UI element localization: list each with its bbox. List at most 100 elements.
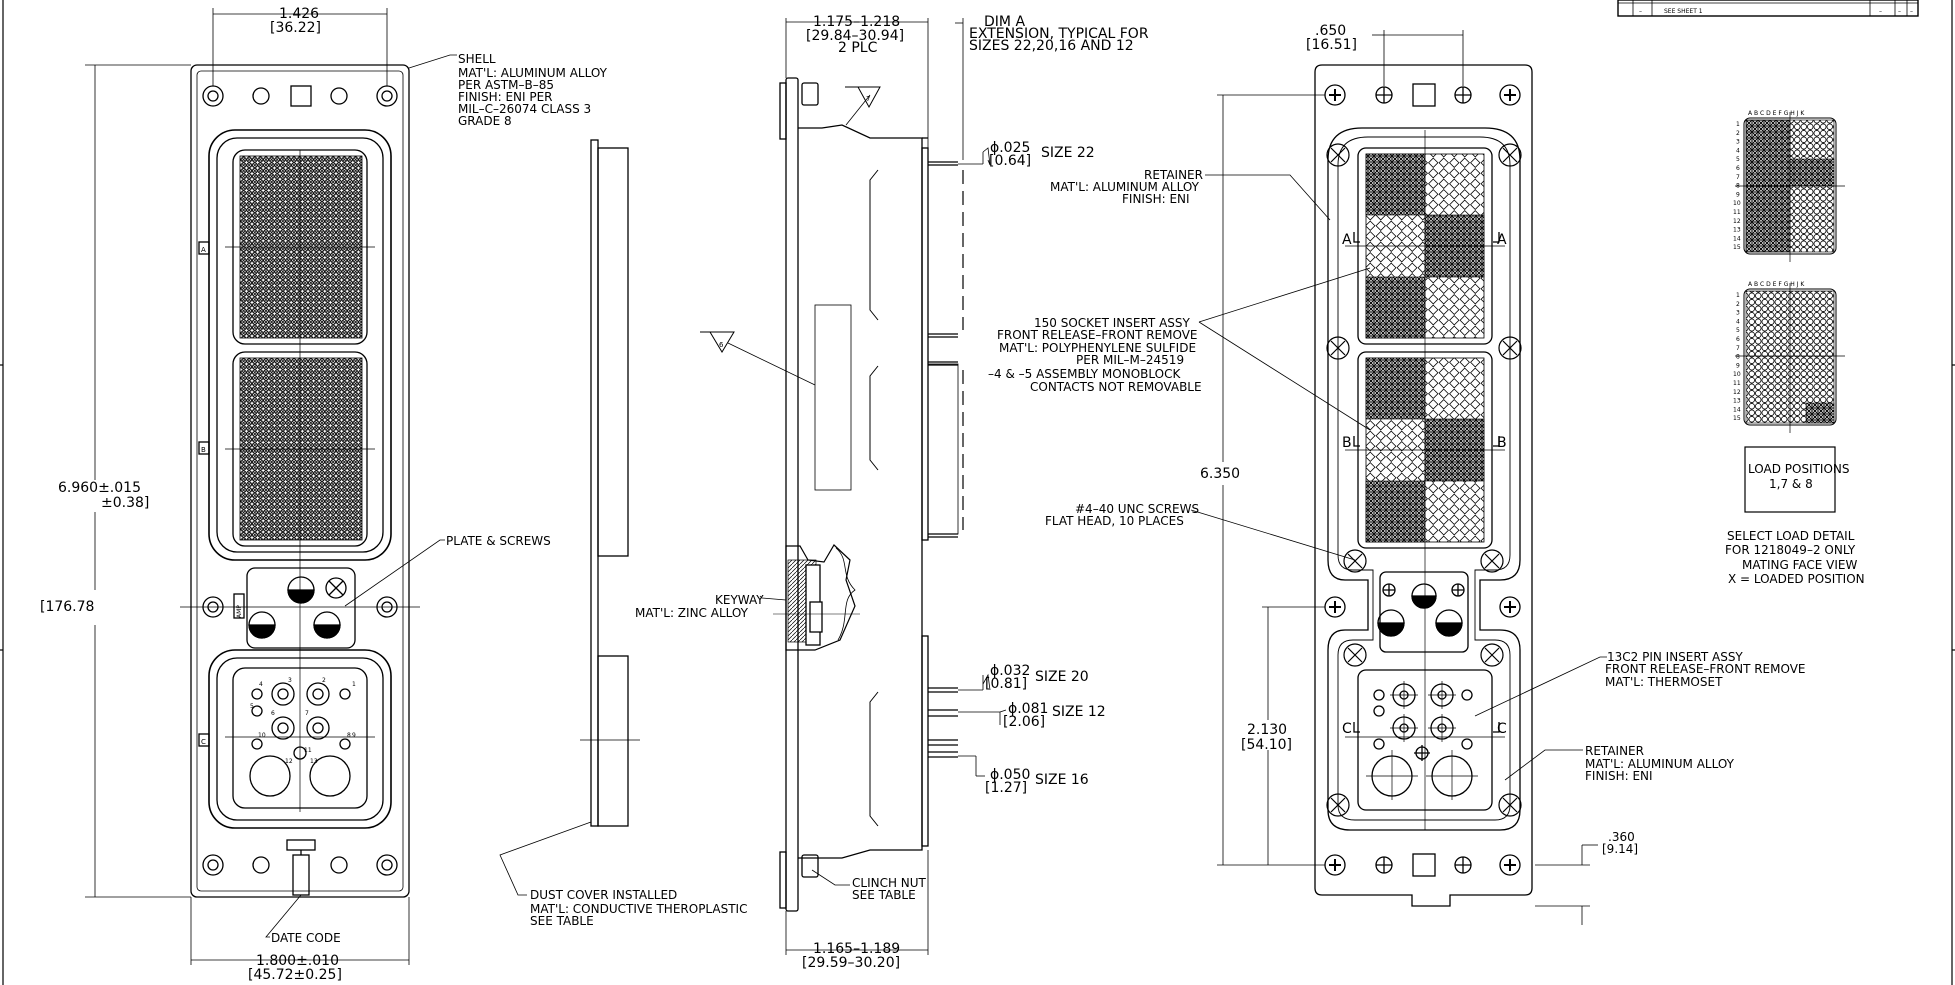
shell-note-6: GRADE 8 [458, 114, 512, 128]
detail-row-label: 9 [1736, 362, 1740, 369]
shell-note-3: PER ASTM–B–85 [458, 78, 554, 92]
detail-row-label: 5 [1736, 156, 1740, 163]
detail-row-label: 10 [1733, 200, 1741, 207]
detail-row-label: 1 [1736, 292, 1740, 299]
detail-row-label: 12 [1733, 389, 1741, 396]
detail-row-label: 4 [1736, 147, 1740, 154]
detail-row-label: 7 [1736, 174, 1740, 181]
dim-2130-mm: [54.10] [1241, 737, 1292, 753]
detail-row-label: 2 [1736, 130, 1740, 137]
contact-number-10: 10 [258, 732, 266, 739]
section-b-left: B [1342, 435, 1352, 451]
clinch-nut-note-1: CLINCH NUT [852, 876, 927, 890]
size20-label: SIZE 20 [1035, 669, 1089, 685]
keyway-note-1: KEYWAY [715, 593, 764, 607]
contact-number-5: 5 [250, 703, 254, 710]
contact-number-1: 1 [352, 681, 356, 688]
dim-a-note-1: DIM A [984, 14, 1025, 30]
detail-note-4: X = LOADED POSITION [1728, 572, 1865, 586]
contact-number-2: 2 [322, 677, 326, 684]
front-height-mm: [176.78 [40, 599, 94, 615]
shell-note-2: MAT'L: ALUMINUM ALLOY [458, 66, 608, 80]
screws-note-2: FLAT HEAD, 10 PLACES [1045, 514, 1184, 528]
retainer-top-note-3: FINISH: ENI [1122, 192, 1190, 206]
screws-note-1: #4–40 UNC SCREWS [1075, 502, 1199, 516]
keyway-note-2: MAT'L: ZINC ALLOY [635, 606, 749, 620]
face-top-dim-mm: [16.51] [1306, 37, 1357, 53]
detail-row-label: 3 [1736, 139, 1740, 146]
plate-screws-label: PLATE & SCREWS [446, 534, 551, 548]
detail-row-label: 6 [1736, 165, 1740, 172]
load-positions-values: 1,7 & 8 [1769, 477, 1813, 491]
flag-7-label: 7 [866, 95, 870, 103]
contact-number-11: 11 [304, 747, 312, 754]
detail-row-label: 12 [1733, 218, 1741, 225]
retainer-top-note-2: MAT'L: ALUMINUM ALLOY [1050, 180, 1200, 194]
detail-row-label: 8 [1736, 354, 1740, 361]
contact-number-7: 7 [305, 710, 309, 717]
detail-note-1: SELECT LOAD DETAIL [1727, 529, 1855, 543]
front-width-dim: 1.426 [279, 6, 319, 22]
front-zone-b: B [201, 446, 206, 454]
front-zone-c: C [201, 738, 206, 746]
size22-label: SIZE 22 [1041, 145, 1095, 161]
detail-columns-bottom: A B C D E F G H J K [1748, 281, 1805, 288]
dim-a-note-3: SIZES 22,20,16 AND 12 [969, 38, 1134, 54]
size20-dia: ϕ.032 [990, 663, 1030, 679]
dim-360: .360 [1608, 830, 1635, 844]
pin-insert-note-1: 13C2 PIN INSERT ASSY [1607, 650, 1743, 664]
front-bottom-dim-mm: [45.72±0.25] [248, 967, 342, 983]
detail-row-label: 11 [1733, 209, 1741, 216]
front-height-tol-mm: ±0.38] [101, 495, 149, 511]
front-height-dim: 6.960±.015 [58, 480, 141, 496]
contact-number-8: 8 [347, 732, 351, 739]
contact-number-3: 3 [288, 677, 292, 684]
detail-row-label: 10 [1733, 371, 1741, 378]
socket-insert-note-1: 150 SOCKET INSERT ASSY [1034, 316, 1191, 330]
front-view-dimensions [85, 8, 457, 965]
detail-row-label: 14 [1733, 235, 1741, 242]
dim-2130: 2.130 [1247, 722, 1287, 738]
section-a-left: A [1342, 232, 1352, 248]
title-block-sheet-ref: SEE SHEET 1 [1664, 8, 1703, 15]
retainer-top-note-1: RETAINER [1144, 168, 1203, 182]
front-view [180, 64, 420, 898]
detail-row-label: 2 [1736, 301, 1740, 308]
front-zone-a: A [201, 246, 206, 254]
detail-row-label: 4 [1736, 318, 1740, 325]
detail-note-2: FOR 1218049–2 ONLY [1725, 543, 1856, 557]
mating-face-view [1314, 64, 1533, 907]
clinch-nut-note-2: SEE TABLE [852, 888, 916, 902]
retainer-bottom-note-1: RETAINER [1585, 744, 1644, 758]
face-height-dim: 6.350 [1200, 466, 1240, 482]
size16-dia: ϕ.050 [990, 767, 1030, 783]
title-block-dash: – [1639, 8, 1642, 15]
section-c-right: C [1497, 721, 1507, 737]
side-view [773, 77, 964, 912]
detail-note-3: MATING FACE VIEW [1742, 558, 1857, 572]
detail-row-label: 1 [1736, 121, 1740, 128]
size12-label: SIZE 12 [1052, 704, 1106, 720]
size12-dia: ϕ.081 [1008, 701, 1048, 717]
title-block: – SEE SHEET 1 – – – [1617, 0, 1919, 17]
title-block-cell-a: – [1879, 8, 1882, 15]
mating-face-dimensions [1190, 30, 1607, 925]
socket-insert-note-4: PER MIL–M–24519 [1076, 353, 1184, 367]
detail-row-label: 8 [1736, 183, 1740, 190]
front-width-dim-mm: [36.22] [270, 20, 321, 36]
detail-row-label: 9 [1736, 191, 1740, 198]
load-positions-label: LOAD POSITIONS [1748, 462, 1850, 476]
dust-cover-note-3: SEE TABLE [530, 914, 594, 928]
detail-row-label: 6 [1736, 336, 1740, 343]
detail-row-label: 7 [1736, 345, 1740, 352]
size16-mm: [1.27] [985, 780, 1027, 796]
size22-mm: [0.64] [989, 153, 1031, 169]
pin-insert-note-2: FRONT RELEASE–FRONT REMOVE [1605, 662, 1806, 676]
side-top-dim: 1.175–1.218 [813, 14, 900, 30]
retainer-bottom-note-3: FINISH: ENI [1585, 769, 1653, 783]
shell-note-1: SHELL [458, 52, 496, 66]
dust-cover-note-1: DUST COVER INSTALLED [530, 888, 677, 902]
